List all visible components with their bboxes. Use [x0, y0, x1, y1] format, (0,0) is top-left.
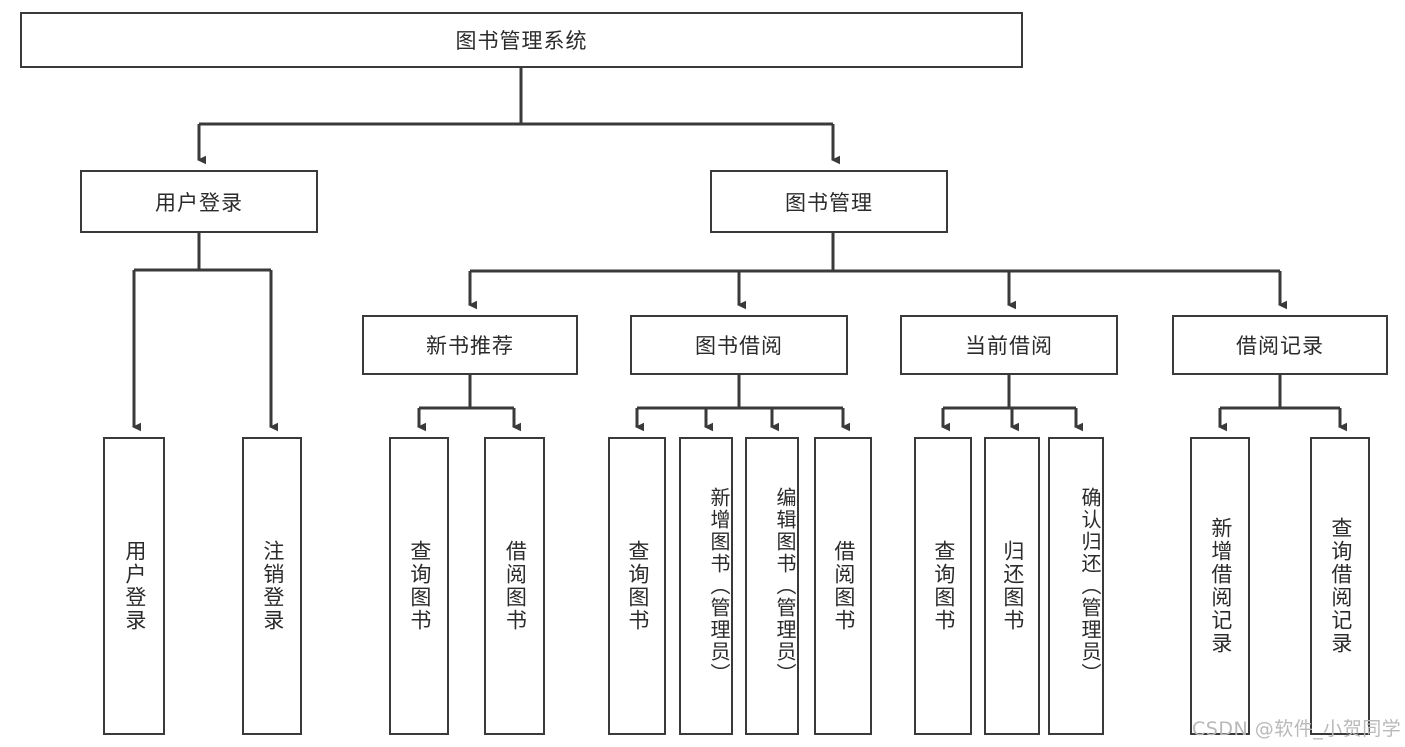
node-book-borrow[interactable]: 图书借阅 — [630, 315, 848, 375]
node-leaf-logout-login-label: 注销登录 — [260, 540, 285, 632]
node-leaf-logout-login[interactable]: 注销登录 — [242, 437, 302, 735]
node-current-borrow-label: 当前借阅 — [965, 334, 1053, 358]
node-leaf-query-book-recommend[interactable]: 查询图书 — [389, 437, 449, 735]
node-leaf-borrow-book-label: 借阅图书 — [831, 540, 856, 632]
node-new-book-recommend-label: 新书推荐 — [426, 334, 514, 358]
node-leaf-query-book-current-label: 查询图书 — [931, 540, 956, 632]
node-leaf-query-book-borrow[interactable]: 查询图书 — [608, 437, 666, 735]
node-leaf-user-login-label: 用户登录 — [122, 540, 147, 632]
node-new-book-recommend[interactable]: 新书推荐 — [362, 315, 578, 375]
node-user-login[interactable]: 用户登录 — [80, 170, 318, 233]
node-leaf-return-book[interactable]: 归还图书 — [984, 437, 1040, 735]
node-user-login-label: 用户登录 — [155, 190, 243, 215]
node-borrow-record-label: 借阅记录 — [1236, 334, 1324, 358]
node-leaf-confirm-return[interactable]: 确认归还（管理员） — [1048, 437, 1104, 735]
node-borrow-record[interactable]: 借阅记录 — [1172, 315, 1388, 375]
node-leaf-edit-book-label: 编辑图书（管理员） — [773, 487, 797, 685]
node-leaf-borrow-book[interactable]: 借阅图书 — [814, 437, 872, 735]
node-root-label: 图书管理系统 — [455, 29, 588, 53]
node-leaf-edit-book[interactable]: 编辑图书（管理员） — [745, 437, 799, 735]
node-book-manage[interactable]: 图书管理 — [710, 170, 948, 233]
node-leaf-add-book[interactable]: 新增图书（管理员） — [679, 437, 733, 735]
node-leaf-query-borrow-record[interactable]: 查询借阅记录 — [1310, 437, 1370, 735]
node-leaf-add-book-label: 新增图书（管理员） — [707, 487, 731, 685]
node-book-manage-label: 图书管理 — [785, 190, 873, 215]
node-leaf-query-borrow-record-label: 查询借阅记录 — [1328, 517, 1353, 655]
node-leaf-add-borrow-record[interactable]: 新增借阅记录 — [1190, 437, 1250, 735]
node-leaf-borrow-book-recommend-label: 借阅图书 — [503, 540, 528, 632]
node-leaf-add-borrow-record-label: 新增借阅记录 — [1208, 517, 1233, 655]
node-leaf-query-book-current[interactable]: 查询图书 — [914, 437, 972, 735]
node-leaf-borrow-book-recommend[interactable]: 借阅图书 — [484, 437, 545, 735]
node-leaf-query-book-borrow-label: 查询图书 — [625, 540, 650, 632]
node-current-borrow[interactable]: 当前借阅 — [900, 315, 1118, 375]
node-book-borrow-label: 图书借阅 — [695, 334, 783, 358]
node-root[interactable]: 图书管理系统 — [20, 12, 1023, 68]
node-leaf-confirm-return-label: 确认归还（管理员） — [1078, 487, 1102, 685]
node-leaf-query-book-recommend-label: 查询图书 — [407, 540, 432, 632]
node-leaf-user-login[interactable]: 用户登录 — [103, 437, 165, 735]
node-leaf-return-book-label: 归还图书 — [1000, 540, 1025, 632]
watermark: CSDN @软件_小贺同学 — [1192, 718, 1402, 740]
